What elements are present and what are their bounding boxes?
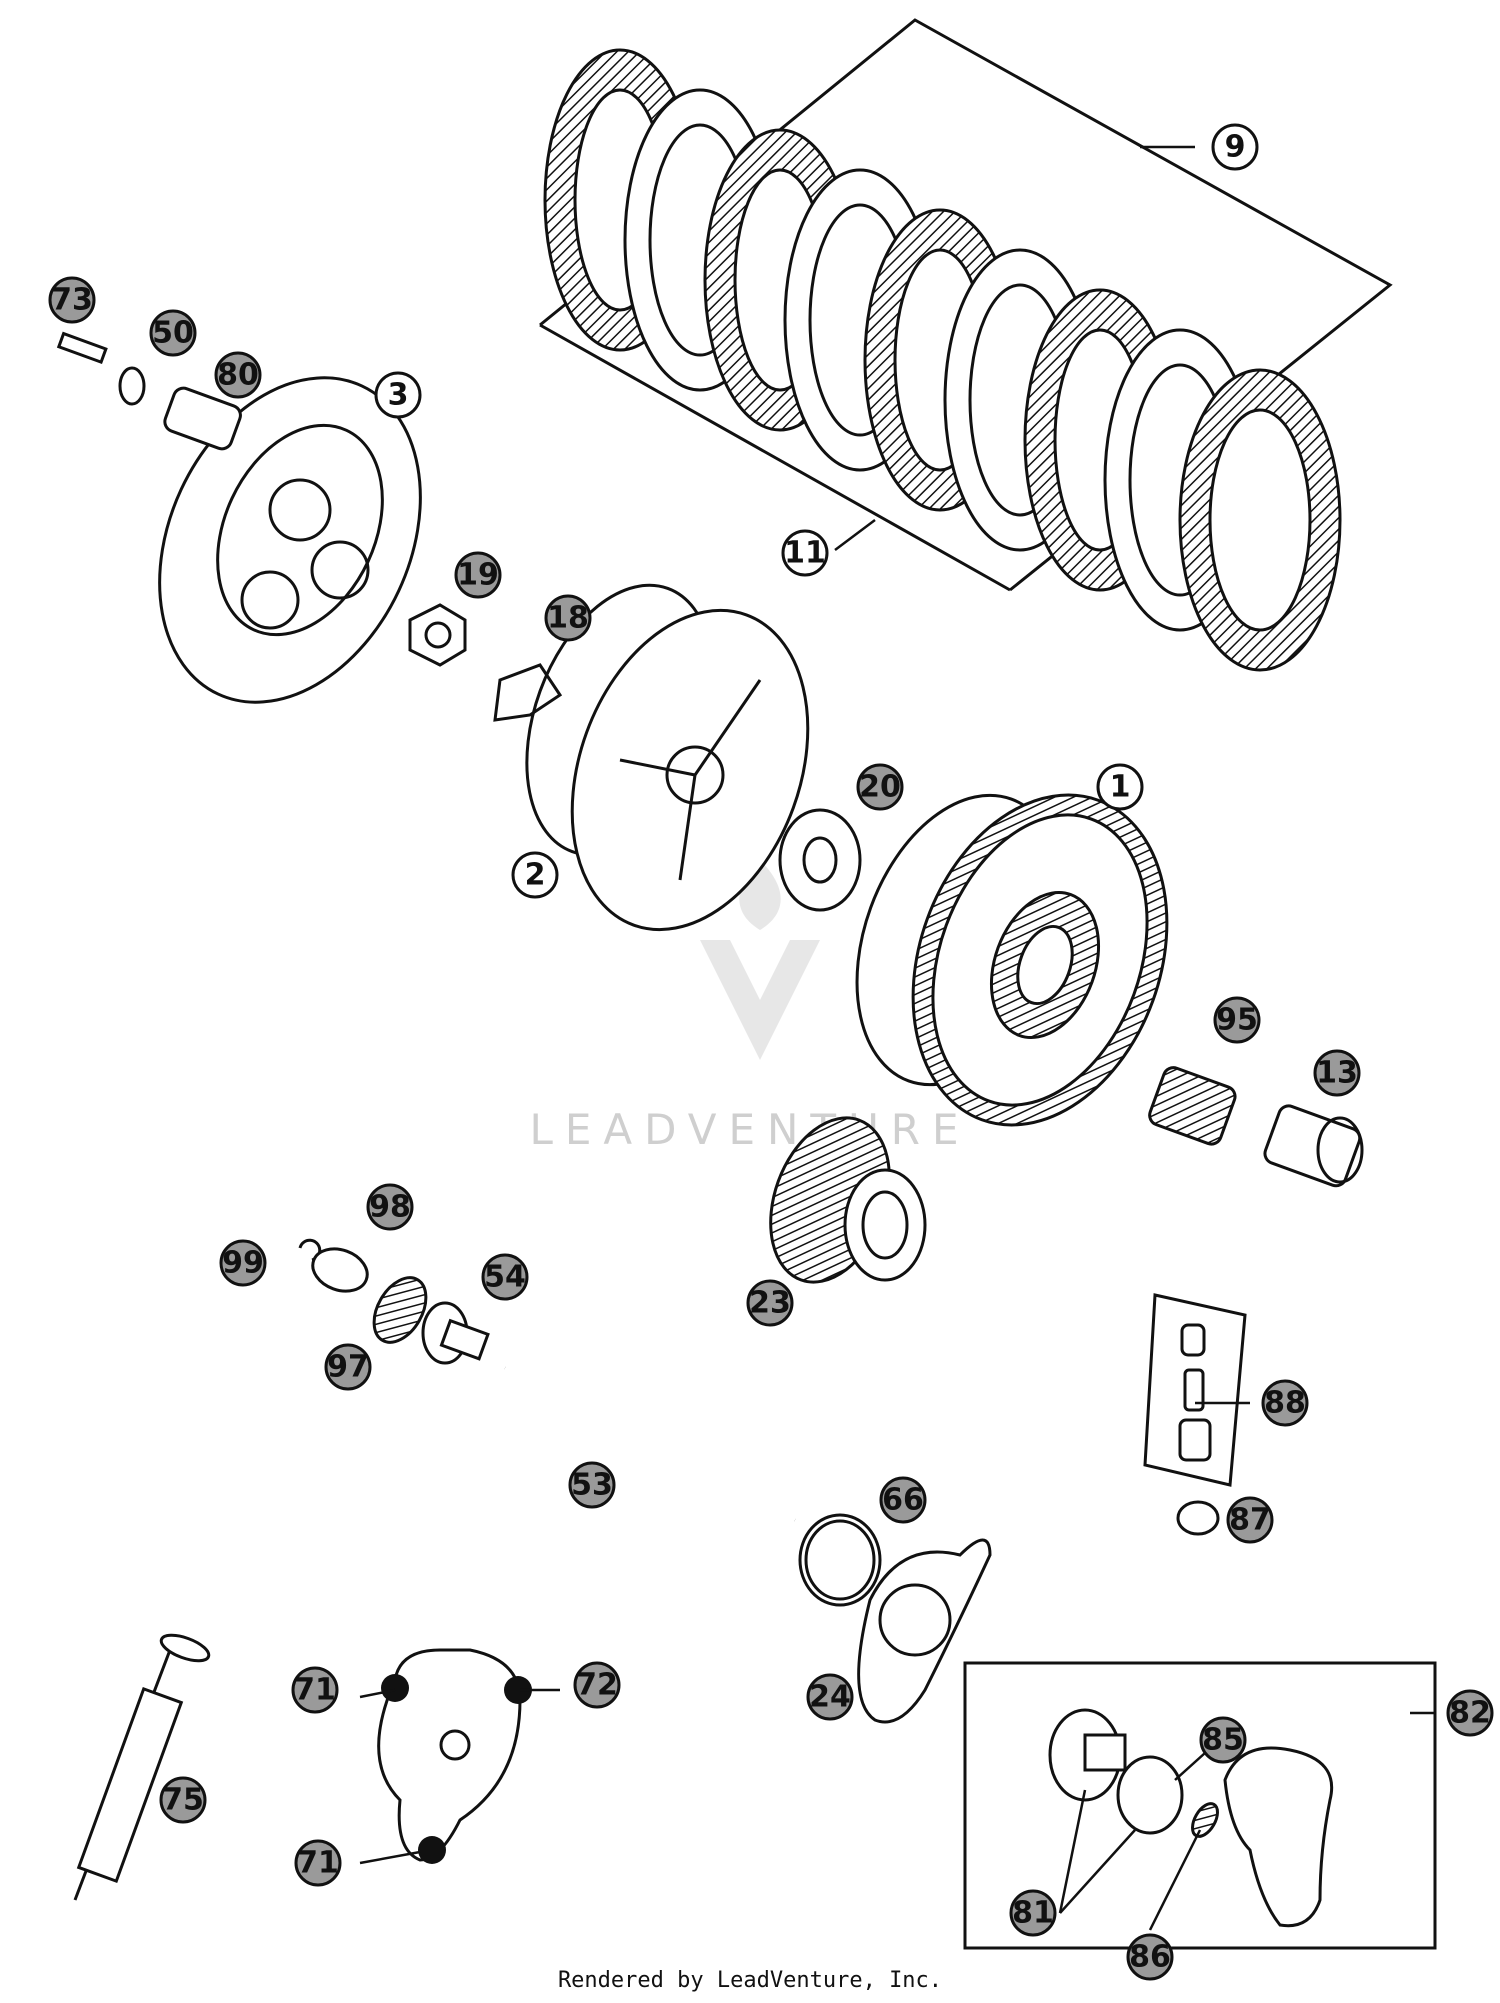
- svg-text:71: 71: [297, 1846, 339, 1881]
- callout-1[interactable]: 1: [1096, 763, 1144, 811]
- svg-text:88: 88: [1264, 1386, 1306, 1421]
- svg-text:24: 24: [809, 1680, 851, 1715]
- svg-text:3: 3: [388, 378, 409, 413]
- callout-97[interactable]: 97: [324, 1343, 372, 1391]
- bolt-washer-spring: [56, 331, 242, 451]
- callout-85[interactable]: 85: [1199, 1716, 1247, 1764]
- callout-labels: 9 73 50 80 3 11 19 18 1 20 2 95 13 98 99…: [48, 123, 1494, 1981]
- watermark-text: LEADVENTURE: [529, 1105, 970, 1154]
- svg-text:86: 86: [1129, 1940, 1171, 1975]
- callout-54[interactable]: 54: [481, 1253, 529, 1301]
- clutch-slave-cover: [377, 1648, 532, 1864]
- clutch-disc-stack: [539, 18, 1393, 672]
- callout-66[interactable]: 66: [879, 1476, 927, 1524]
- svg-text:97: 97: [327, 1350, 369, 1385]
- callout-72[interactable]: 72: [573, 1661, 621, 1709]
- outer-clutch-basket: [855, 793, 1169, 1127]
- svg-text:98: 98: [369, 1190, 411, 1225]
- callout-13[interactable]: 13: [1313, 1049, 1361, 1097]
- svg-text:9: 9: [1225, 130, 1246, 165]
- svg-text:80: 80: [217, 358, 259, 393]
- pushrod-bearing-set: [298, 1238, 490, 1365]
- svg-text:81: 81: [1012, 1896, 1054, 1931]
- svg-text:87: 87: [1229, 1503, 1271, 1538]
- callout-50[interactable]: 50: [149, 309, 197, 357]
- svg-text:99: 99: [222, 1246, 264, 1281]
- callout-19[interactable]: 19: [454, 551, 502, 599]
- callout-80[interactable]: 80: [214, 351, 262, 399]
- callout-71-top[interactable]: 71: [291, 1666, 339, 1714]
- callout-2[interactable]: 2: [511, 851, 559, 899]
- needle-bearing-bushing: [1148, 1066, 1364, 1188]
- svg-text:75: 75: [162, 1783, 204, 1818]
- svg-text:85: 85: [1202, 1723, 1244, 1758]
- svg-text:50: 50: [152, 316, 194, 351]
- callout-86[interactable]: 86: [1126, 1933, 1174, 1981]
- svg-text:72: 72: [576, 1668, 618, 1703]
- svg-text:66: 66: [882, 1483, 924, 1518]
- callout-24[interactable]: 24: [806, 1673, 854, 1721]
- push-rod: [502, 1363, 798, 1525]
- inner-clutch-hub: [525, 583, 810, 932]
- svg-text:82: 82: [1449, 1696, 1491, 1731]
- callout-75[interactable]: 75: [159, 1776, 207, 1824]
- svg-text:11: 11: [784, 536, 826, 571]
- callout-87[interactable]: 87: [1226, 1496, 1274, 1544]
- oring-gasket: [798, 1513, 992, 1724]
- leader-lines: [359, 145, 1435, 1931]
- callout-18[interactable]: 18: [544, 594, 592, 642]
- callout-9[interactable]: 9: [1211, 123, 1259, 171]
- footer-credit: Rendered by LeadVenture, Inc.: [557, 1968, 943, 1993]
- callout-23[interactable]: 23: [746, 1279, 794, 1327]
- callout-95[interactable]: 95: [1213, 996, 1261, 1044]
- thrust-washer: [778, 808, 862, 912]
- callout-73[interactable]: 73: [48, 276, 96, 324]
- primary-gear: [769, 1116, 927, 1284]
- svg-text:19: 19: [457, 558, 499, 593]
- callout-88[interactable]: 88: [1261, 1379, 1309, 1427]
- callout-82[interactable]: 82: [1446, 1689, 1494, 1737]
- callout-99[interactable]: 99: [219, 1239, 267, 1287]
- svg-text:18: 18: [547, 601, 589, 636]
- callout-81[interactable]: 81: [1009, 1889, 1057, 1937]
- svg-text:73: 73: [51, 283, 93, 318]
- svg-text:95: 95: [1216, 1003, 1258, 1038]
- callout-20[interactable]: 20: [856, 763, 904, 811]
- svg-text:20: 20: [859, 770, 901, 805]
- bleeder-valve-set: [1143, 1293, 1247, 1536]
- svg-text:1: 1: [1110, 770, 1131, 805]
- callout-71-bottom[interactable]: 71: [294, 1839, 342, 1887]
- svg-text:23: 23: [749, 1286, 791, 1321]
- svg-text:53: 53: [571, 1468, 613, 1503]
- svg-text:71: 71: [294, 1673, 336, 1708]
- clutch-slave-cylinder-kit-box: [963, 1661, 1437, 1950]
- svg-text:13: 13: [1316, 1056, 1358, 1091]
- svg-text:2: 2: [525, 858, 546, 893]
- callout-98[interactable]: 98: [366, 1183, 414, 1231]
- callout-11[interactable]: 11: [781, 529, 829, 577]
- svg-text:54: 54: [484, 1260, 526, 1295]
- callout-3[interactable]: 3: [374, 371, 422, 419]
- callout-53[interactable]: 53: [568, 1461, 616, 1509]
- grease-syringe: [73, 1633, 211, 1901]
- pressure-plate: [158, 376, 422, 704]
